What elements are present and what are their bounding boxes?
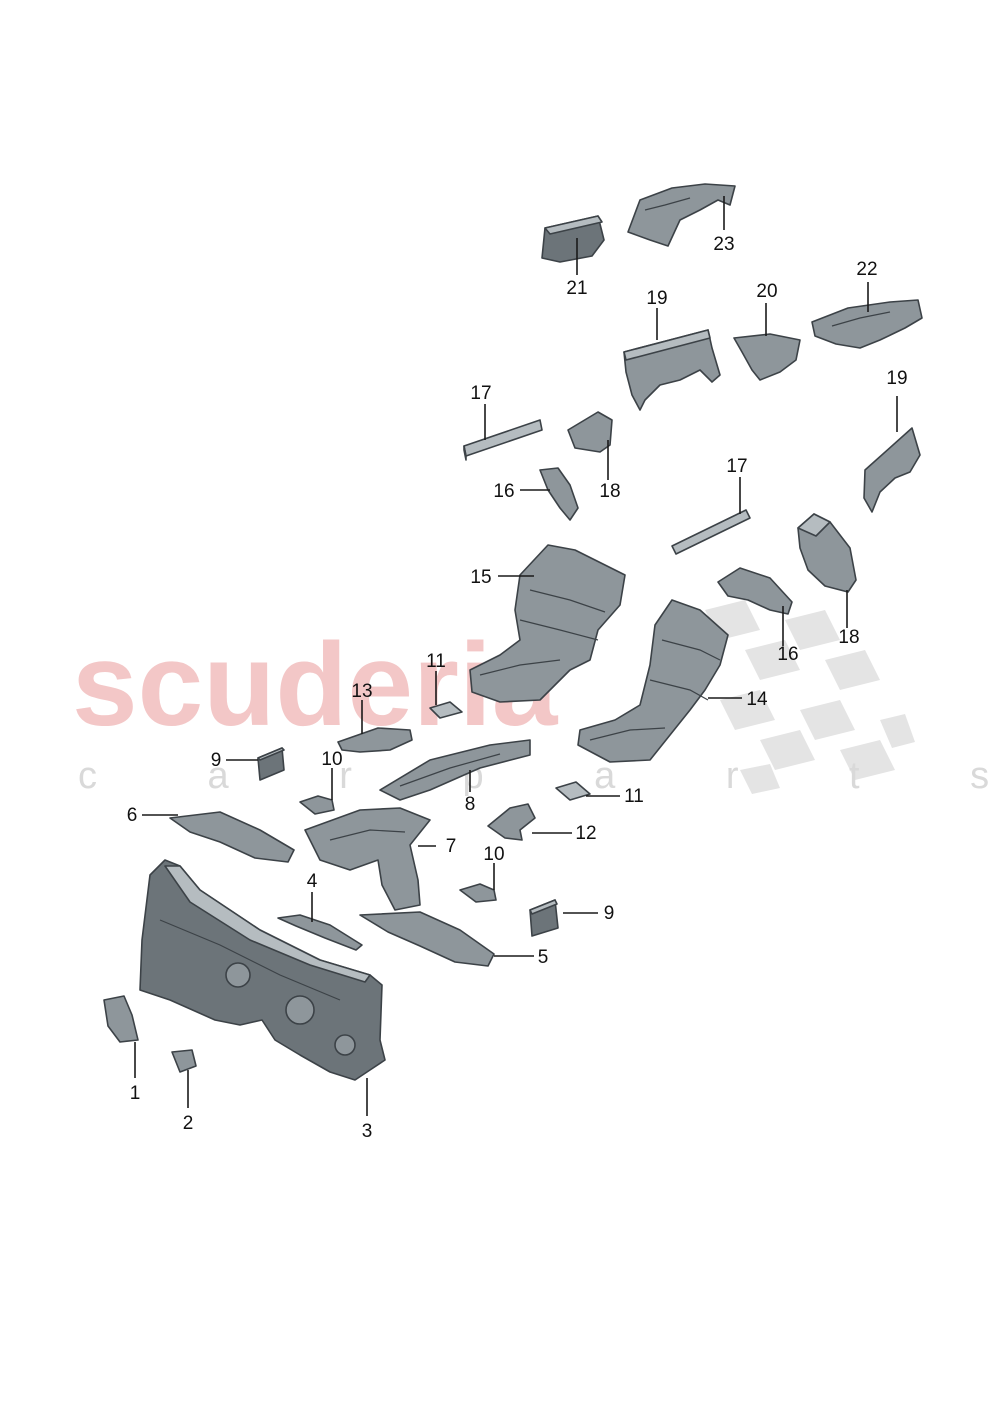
part-11-pad-lower <box>555 781 591 801</box>
part-17-strip-upper <box>463 419 543 461</box>
leader-lines <box>134 196 898 1116</box>
callout-10-lower: 10 <box>483 844 504 865</box>
callout-13: 13 <box>351 681 372 702</box>
callout-2: 2 <box>183 1113 194 1134</box>
part-12-bracket <box>487 803 536 841</box>
callout-17-lower: 17 <box>726 456 747 477</box>
callout-4: 4 <box>307 871 318 892</box>
parts-group <box>103 183 923 1081</box>
watermark-tagline: c a r p a r t s <box>78 755 992 797</box>
callout-5: 5 <box>538 947 549 968</box>
callout-14: 14 <box>746 689 768 710</box>
watermark-checker-flag <box>705 600 915 794</box>
callout-9-lower: 9 <box>604 903 615 924</box>
part-21-insulation <box>541 215 605 263</box>
part-10-clip-lower <box>459 883 497 903</box>
part-4-insulation-strip <box>277 914 363 951</box>
part-11-pad-upper <box>429 701 463 719</box>
part-16-bracket-lower <box>717 567 793 615</box>
part-16-bracket-upper <box>539 467 579 521</box>
callout-7: 7 <box>446 836 457 857</box>
part-8-insulation-strip <box>379 739 531 801</box>
callout-15: 15 <box>470 567 491 588</box>
part-22-insulation <box>811 299 923 349</box>
callout-10-upper: 10 <box>321 749 342 770</box>
callouts: 1 2 3 4 5 6 7 8 9 9 10 10 11 11 12 13 14… <box>127 234 908 1142</box>
watermark: scuderia c a r p a r t s <box>72 600 992 797</box>
part-19-insulation-right <box>863 427 921 513</box>
callout-9-upper: 9 <box>211 750 222 771</box>
callout-23: 23 <box>713 234 734 255</box>
part-5-floor-insulation <box>359 911 495 967</box>
callout-11-lower: 11 <box>624 786 644 807</box>
part-9-block-lower <box>529 899 559 937</box>
callout-18-upper: 18 <box>599 481 620 502</box>
part-15-seat-insulation <box>469 544 626 703</box>
callout-1: 1 <box>130 1083 141 1104</box>
callout-8: 8 <box>465 794 476 815</box>
callout-3: 3 <box>362 1121 373 1142</box>
callout-21: 21 <box>566 278 587 299</box>
callout-18-lower: 18 <box>838 627 859 648</box>
part-9-block-upper <box>257 747 285 781</box>
part-7-tunnel-insulation <box>304 807 431 911</box>
part-17-strip-lower <box>671 509 751 555</box>
part-6-floor-insulation <box>169 811 295 863</box>
part-1-pad <box>103 995 139 1043</box>
part-3-bulkhead-insulation <box>139 859 386 1081</box>
callout-19-right: 19 <box>886 368 907 389</box>
part-20-insulation <box>733 333 801 381</box>
callout-12: 12 <box>575 823 596 844</box>
callout-20: 20 <box>756 281 777 302</box>
part-10-clip-upper <box>299 795 335 815</box>
callout-6: 6 <box>127 805 138 826</box>
callout-16-lower: 16 <box>777 644 798 665</box>
part-18-block-lower <box>797 513 857 593</box>
callout-16-upper: 16 <box>493 481 514 502</box>
part-13-bracket <box>337 727 413 753</box>
callout-17-upper: 17 <box>470 383 491 404</box>
part-19-insulation-upper <box>623 329 721 411</box>
callout-22: 22 <box>856 259 877 280</box>
callout-11-upper: 11 <box>426 651 446 672</box>
part-18-block-upper <box>567 411 613 453</box>
part-14-seat-insulation <box>577 599 729 763</box>
callout-19-upper: 19 <box>646 288 667 309</box>
part-2-clip <box>171 1049 197 1073</box>
